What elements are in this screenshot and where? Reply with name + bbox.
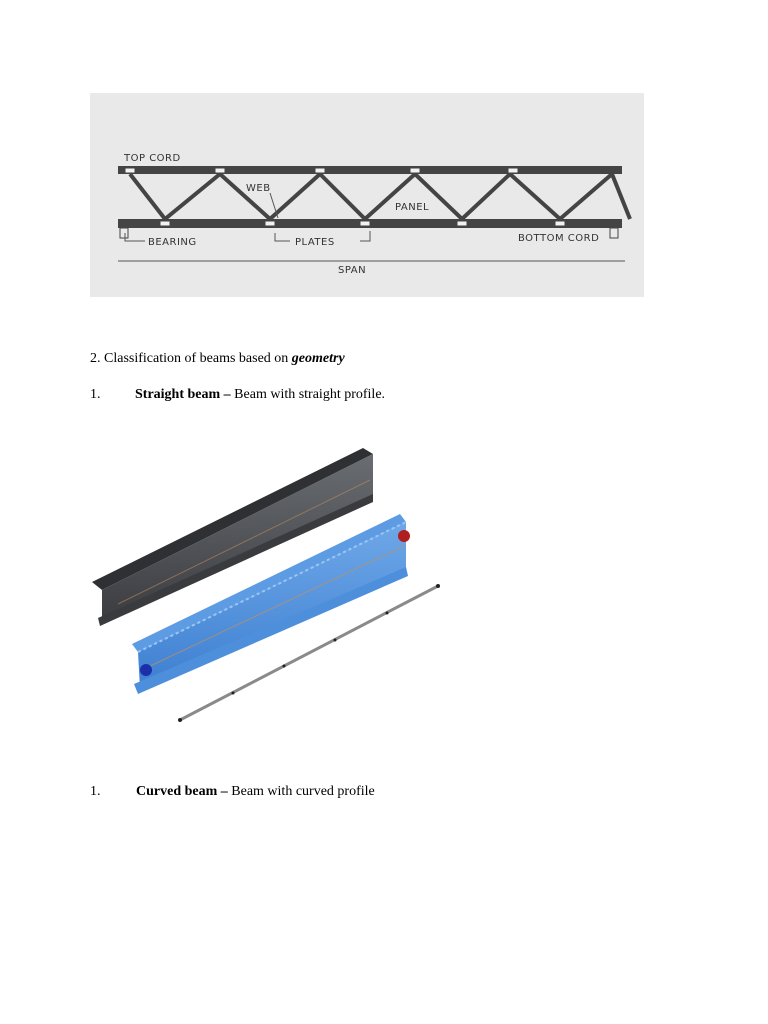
label-bottom-cord: BOTTOM CORD [518,233,599,244]
list-item-straight-beam: Straight beam – Beam with straight profi… [135,387,385,403]
section-heading: 2. Classification of beams based on geom… [90,351,345,367]
term-curved-beam: Curved beam – [136,784,228,799]
label-plates: PLATES [295,237,335,248]
bearing-right [609,227,619,239]
top-chord [118,166,622,174]
end-marker-blue [140,664,152,676]
beam-drawing [92,448,440,722]
end-marker-red [398,530,410,542]
label-web: WEB [246,183,271,194]
list-item-number: 1. [90,387,101,402]
grey-i-beam [92,448,373,626]
list-item-number: 1. [90,784,101,799]
desc-curved-beam: Beam with curved profile [227,784,375,799]
straight-beam-figure [88,422,448,728]
centerline-nodes [178,584,440,722]
section-heading-text: 2. Classification of beams based on [90,351,292,366]
label-bearing: BEARING [148,237,197,248]
beam-centerline [179,584,439,722]
desc-straight-beam: Beam with straight profile. [230,387,386,402]
label-panel: PANEL [395,202,429,213]
list-item-curved-beam: Curved beam – Beam with curved profile [136,784,375,800]
truss-figure: TOP CORD WEB PANEL BEARING PLATES BOTTOM… [90,93,644,297]
term-straight-beam: Straight beam – [135,387,231,402]
leader-lines [124,192,371,242]
label-span: SPAN [338,265,366,276]
gusset-plates [124,167,566,227]
bearing-left [119,227,129,239]
label-top-cord: TOP CORD [123,153,181,164]
truss-drawing: TOP CORD WEB PANEL BEARING PLATES BOTTOM… [118,153,632,276]
section-heading-emphasis: geometry [291,351,345,366]
blue-i-beam [132,514,408,694]
web-members [128,170,632,222]
